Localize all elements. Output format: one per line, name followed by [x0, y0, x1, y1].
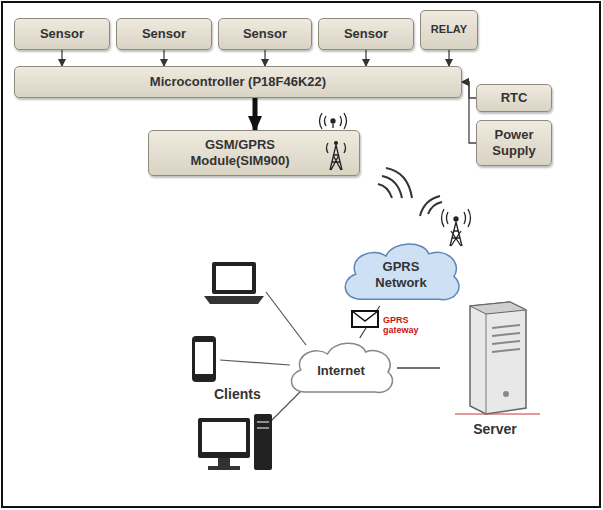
connector	[163, 50, 164, 66]
antenna-icon	[320, 113, 347, 129]
laptop-icon	[204, 262, 264, 304]
client-links	[220, 292, 306, 428]
node-text: Microcontroller (P18F46K22)	[150, 74, 326, 90]
sensor-box: Sensor	[318, 18, 414, 50]
connector	[253, 98, 258, 130]
node-text: Sensor	[142, 26, 186, 42]
node-text: GSM/GPRS Module(SIM900)	[161, 137, 319, 168]
gateway-label: GPRS gateway	[383, 316, 435, 336]
desktop-icon	[198, 414, 272, 470]
node-text: Internet	[317, 363, 365, 379]
connector	[365, 50, 366, 66]
server-node: Server	[440, 298, 550, 438]
node-text: RELAY	[431, 23, 467, 36]
connector	[397, 367, 440, 368]
tower-icon	[442, 209, 471, 246]
internet-cloud: Internet	[285, 338, 397, 398]
connector	[264, 50, 265, 66]
server-base	[455, 414, 540, 415]
rtc-box: RTC	[476, 84, 552, 112]
node-text: GPRS Network	[363, 259, 439, 290]
connector	[448, 50, 449, 66]
node-text: Server	[473, 421, 517, 438]
node-text: Sensor	[40, 26, 84, 42]
relay-box: RELAY	[420, 10, 478, 50]
radio-waves	[378, 168, 442, 216]
node-text: Power Supply	[477, 127, 551, 158]
node-text: RTC	[501, 90, 528, 106]
sensor-box: Sensor	[116, 18, 212, 50]
sensor-box: Sensor	[218, 18, 312, 50]
microcontroller-box: Microcontroller (P18F46K22)	[14, 66, 462, 98]
network-cloud: GPRS Network	[338, 238, 464, 306]
clients-label: Clients	[214, 386, 261, 403]
sensor-box: Sensor	[14, 18, 110, 50]
server-icon	[440, 298, 550, 438]
gateway-envelope	[352, 311, 378, 327]
node-text: Sensor	[344, 26, 388, 42]
power-supply-box: Power Supply	[476, 120, 552, 166]
connector	[462, 82, 476, 143]
gsm-module-box: GSM/GPRS Module(SIM900)	[148, 130, 360, 176]
phone-icon	[192, 336, 216, 382]
connector	[61, 50, 62, 66]
tower-icon	[323, 137, 349, 171]
node-text: Sensor	[243, 26, 287, 42]
